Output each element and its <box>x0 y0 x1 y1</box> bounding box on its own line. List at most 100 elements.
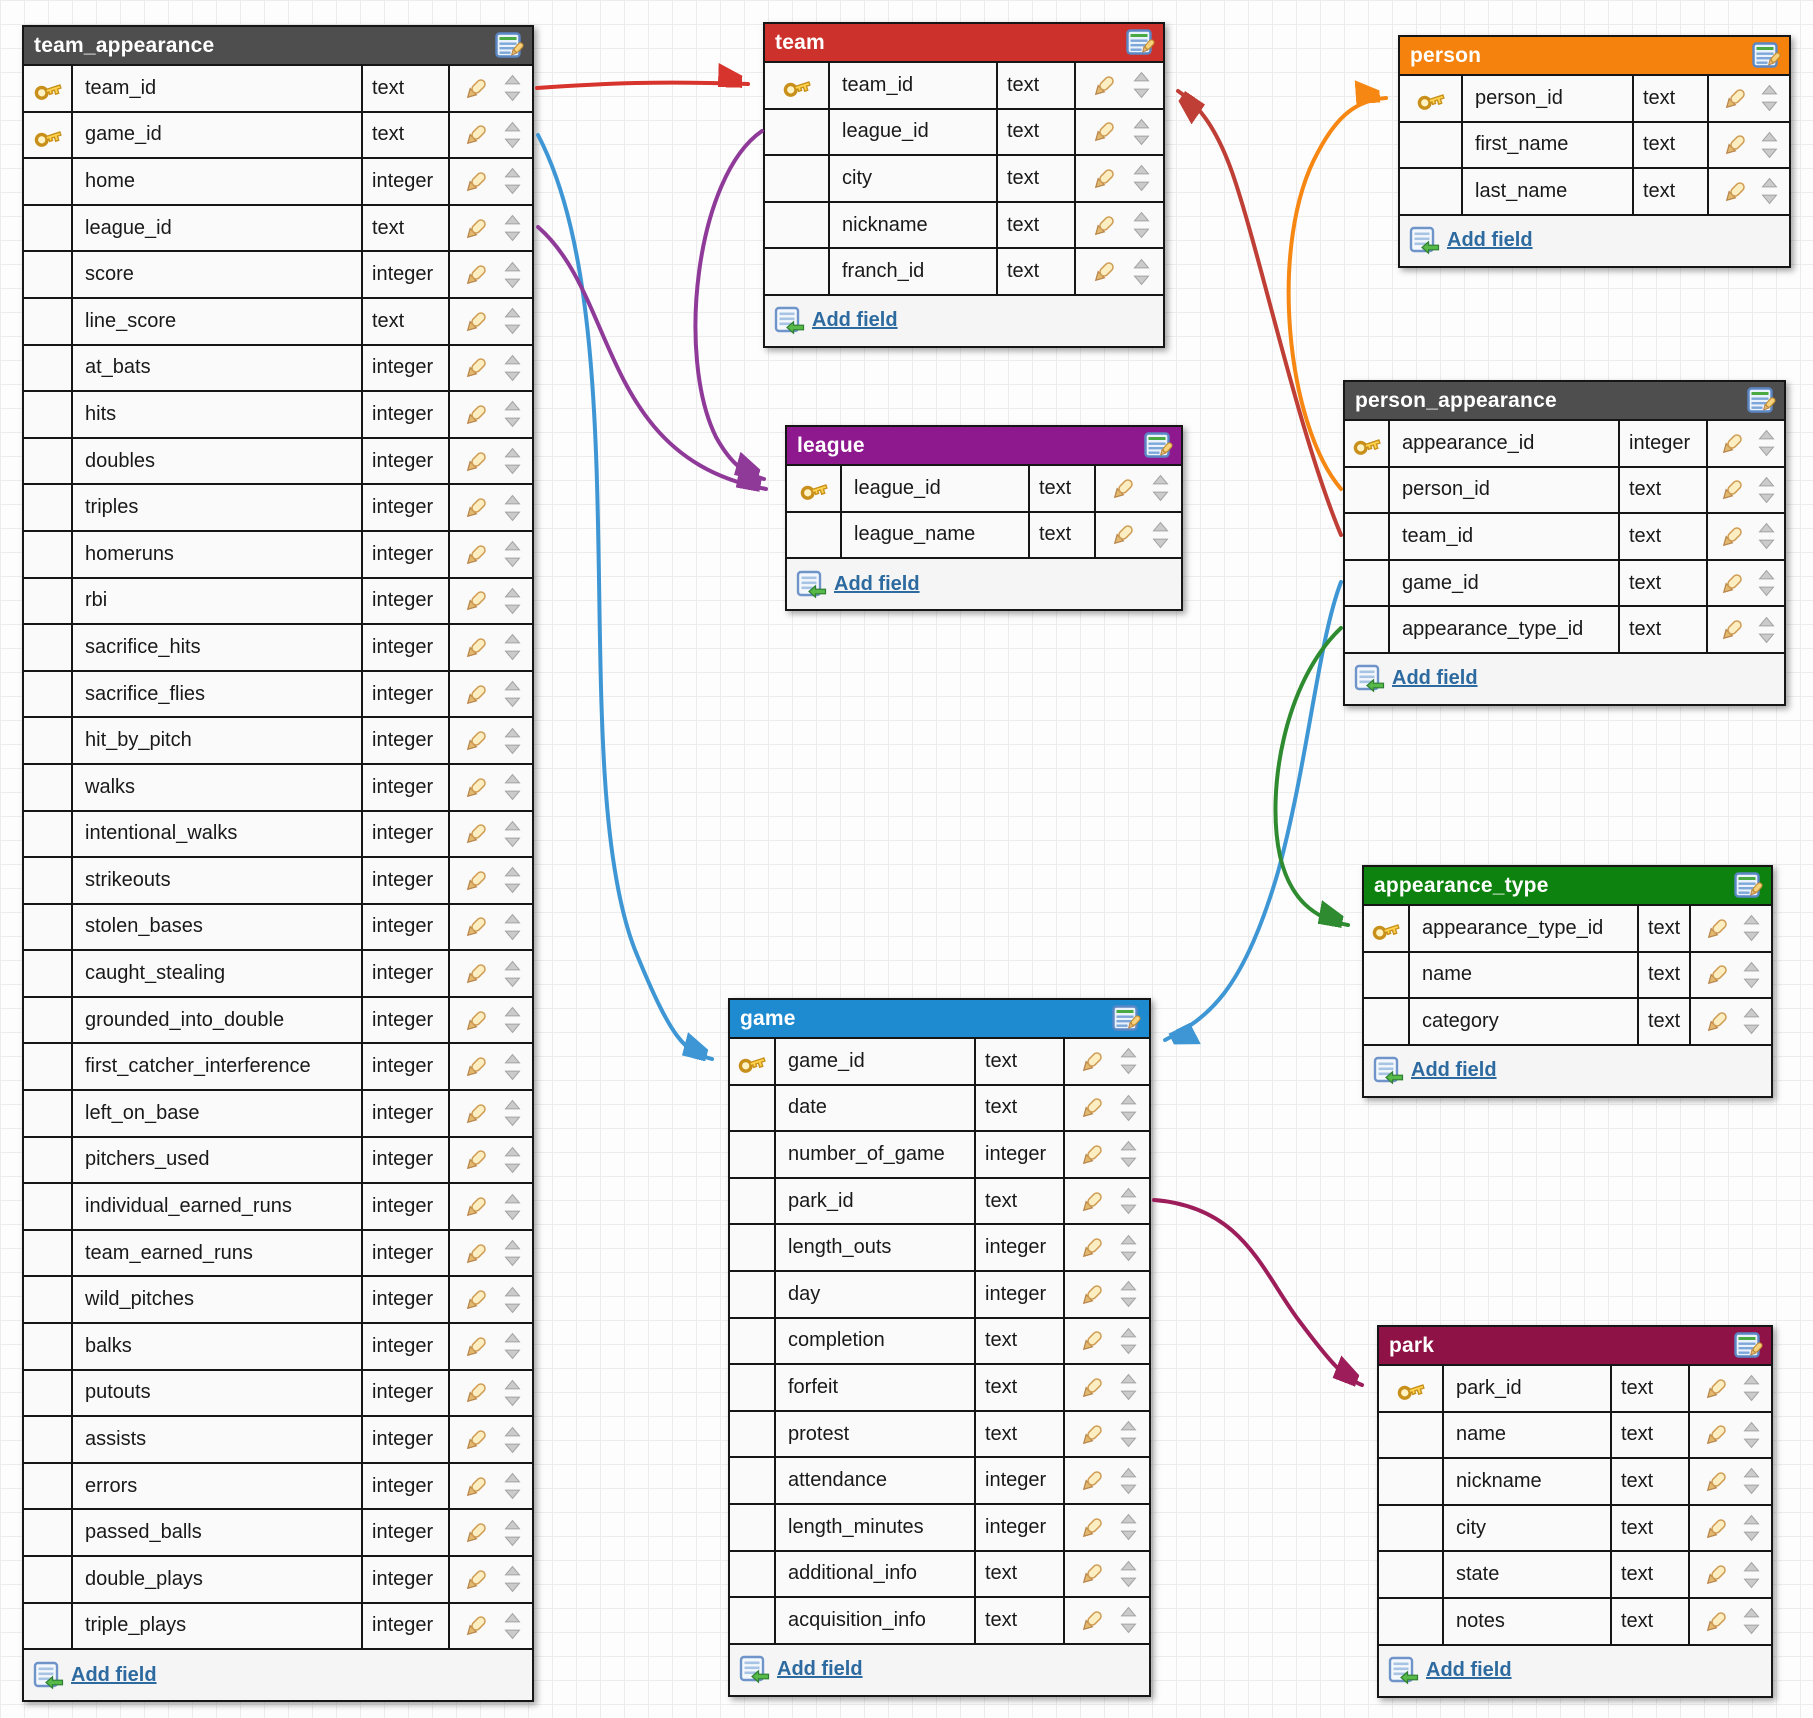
pencil-icon[interactable] <box>1077 1279 1108 1310</box>
up-down-arrows-icon[interactable] <box>1120 1140 1137 1168</box>
up-down-arrows-icon[interactable] <box>504 1006 521 1034</box>
pencil-icon[interactable] <box>461 1424 492 1455</box>
pencil-icon[interactable] <box>461 539 492 570</box>
up-down-arrows-icon[interactable] <box>504 494 521 522</box>
up-down-arrows-icon[interactable] <box>1758 569 1775 597</box>
up-down-arrows-icon[interactable] <box>1743 1561 1760 1589</box>
table-edit-icon[interactable] <box>1126 28 1157 57</box>
pencil-icon[interactable] <box>1077 1372 1108 1403</box>
up-down-arrows-icon[interactable] <box>1120 1327 1137 1355</box>
up-down-arrows-icon[interactable] <box>1120 1094 1137 1122</box>
add-field-button[interactable]: Add field <box>787 559 1181 610</box>
pencil-icon[interactable] <box>1720 129 1751 160</box>
up-down-arrows-icon[interactable] <box>504 1472 521 1500</box>
pencil-icon[interactable] <box>1077 1465 1108 1496</box>
pencil-icon[interactable] <box>1702 1006 1733 1037</box>
up-down-arrows-icon[interactable] <box>504 214 521 242</box>
pencil-icon[interactable] <box>461 119 492 150</box>
add-field-button[interactable]: Add field <box>24 1650 532 1701</box>
up-down-arrows-icon[interactable] <box>504 1146 521 1174</box>
table-header-person[interactable]: person <box>1400 37 1789 76</box>
up-down-arrows-icon[interactable] <box>504 773 521 801</box>
up-down-arrows-icon[interactable] <box>1120 1560 1137 1588</box>
pencil-icon[interactable] <box>1077 1232 1108 1263</box>
add-field-link[interactable]: Add field <box>777 1658 863 1681</box>
table-edit-icon[interactable] <box>1734 1331 1765 1360</box>
up-down-arrows-icon[interactable] <box>1133 71 1150 99</box>
pencil-icon[interactable] <box>1077 1605 1108 1636</box>
add-field-link[interactable]: Add field <box>71 1663 157 1686</box>
pencil-icon[interactable] <box>461 352 492 383</box>
up-down-arrows-icon[interactable] <box>1743 1514 1760 1542</box>
up-down-arrows-icon[interactable] <box>504 261 521 289</box>
pencil-icon[interactable] <box>461 1471 492 1502</box>
up-down-arrows-icon[interactable] <box>1133 164 1150 192</box>
pencil-icon[interactable] <box>1701 1419 1732 1450</box>
table-header-game[interactable]: game <box>730 1000 1149 1039</box>
pencil-icon[interactable] <box>461 1191 492 1222</box>
pencil-icon[interactable] <box>461 1098 492 1129</box>
up-down-arrows-icon[interactable] <box>504 866 521 894</box>
up-down-arrows-icon[interactable] <box>504 167 521 195</box>
pencil-icon[interactable] <box>1077 1186 1108 1217</box>
pencil-icon[interactable] <box>461 73 492 104</box>
up-down-arrows-icon[interactable] <box>1120 1373 1137 1401</box>
up-down-arrows-icon[interactable] <box>504 540 521 568</box>
table-edit-icon[interactable] <box>1112 1004 1143 1033</box>
up-down-arrows-icon[interactable] <box>504 587 521 615</box>
table-header-person_appearance[interactable]: person_appearance <box>1345 382 1784 421</box>
up-down-arrows-icon[interactable] <box>504 354 521 382</box>
up-down-arrows-icon[interactable] <box>504 1332 521 1360</box>
pencil-icon[interactable] <box>461 1051 492 1082</box>
up-down-arrows-icon[interactable] <box>1152 474 1169 502</box>
up-down-arrows-icon[interactable] <box>1743 1374 1760 1402</box>
add-field-link[interactable]: Add field <box>1426 1659 1512 1682</box>
pencil-icon[interactable] <box>461 772 492 803</box>
pencil-icon[interactable] <box>1701 1466 1732 1497</box>
up-down-arrows-icon[interactable] <box>1133 118 1150 146</box>
pencil-icon[interactable] <box>1077 1325 1108 1356</box>
up-down-arrows-icon[interactable] <box>504 1612 521 1640</box>
table-edit-icon[interactable] <box>1747 386 1778 415</box>
pencil-icon[interactable] <box>1077 1558 1108 1589</box>
add-field-link[interactable]: Add field <box>812 309 898 332</box>
add-field-link[interactable]: Add field <box>834 572 920 595</box>
table-header-league[interactable]: league <box>787 427 1181 466</box>
pencil-icon[interactable] <box>461 1284 492 1315</box>
add-field-link[interactable]: Add field <box>1447 229 1533 252</box>
pencil-icon[interactable] <box>1717 428 1748 459</box>
pencil-icon[interactable] <box>1077 1419 1108 1450</box>
up-down-arrows-icon[interactable] <box>1120 1467 1137 1495</box>
pencil-icon[interactable] <box>1077 1139 1108 1170</box>
add-field-button[interactable]: Add field <box>765 295 1163 346</box>
up-down-arrows-icon[interactable] <box>504 1099 521 1127</box>
up-down-arrows-icon[interactable] <box>1120 1047 1137 1075</box>
pencil-icon[interactable] <box>1108 519 1139 550</box>
pencil-icon[interactable] <box>461 725 492 756</box>
add-field-button[interactable]: Add field <box>1345 653 1784 704</box>
table-edit-icon[interactable] <box>495 31 526 60</box>
pencil-icon[interactable] <box>461 865 492 896</box>
up-down-arrows-icon[interactable] <box>1761 84 1778 112</box>
pencil-icon[interactable] <box>1077 1512 1108 1543</box>
pencil-icon[interactable] <box>1077 1046 1108 1077</box>
up-down-arrows-icon[interactable] <box>504 1239 521 1267</box>
up-down-arrows-icon[interactable] <box>1120 1420 1137 1448</box>
pencil-icon[interactable] <box>1077 1092 1108 1123</box>
up-down-arrows-icon[interactable] <box>1758 429 1775 457</box>
up-down-arrows-icon[interactable] <box>504 1565 521 1593</box>
pencil-icon[interactable] <box>461 1564 492 1595</box>
table-header-park[interactable]: park <box>1379 1327 1771 1366</box>
pencil-icon[interactable] <box>461 399 492 430</box>
pencil-icon[interactable] <box>1089 70 1120 101</box>
pencil-icon[interactable] <box>461 585 492 616</box>
pencil-icon[interactable] <box>461 911 492 942</box>
up-down-arrows-icon[interactable] <box>504 1519 521 1547</box>
pencil-icon[interactable] <box>1702 959 1733 990</box>
pencil-icon[interactable] <box>1089 163 1120 194</box>
up-down-arrows-icon[interactable] <box>1152 521 1169 549</box>
up-down-arrows-icon[interactable] <box>504 447 521 475</box>
pencil-icon[interactable] <box>1089 210 1120 241</box>
pencil-icon[interactable] <box>1720 83 1751 114</box>
up-down-arrows-icon[interactable] <box>1761 177 1778 205</box>
